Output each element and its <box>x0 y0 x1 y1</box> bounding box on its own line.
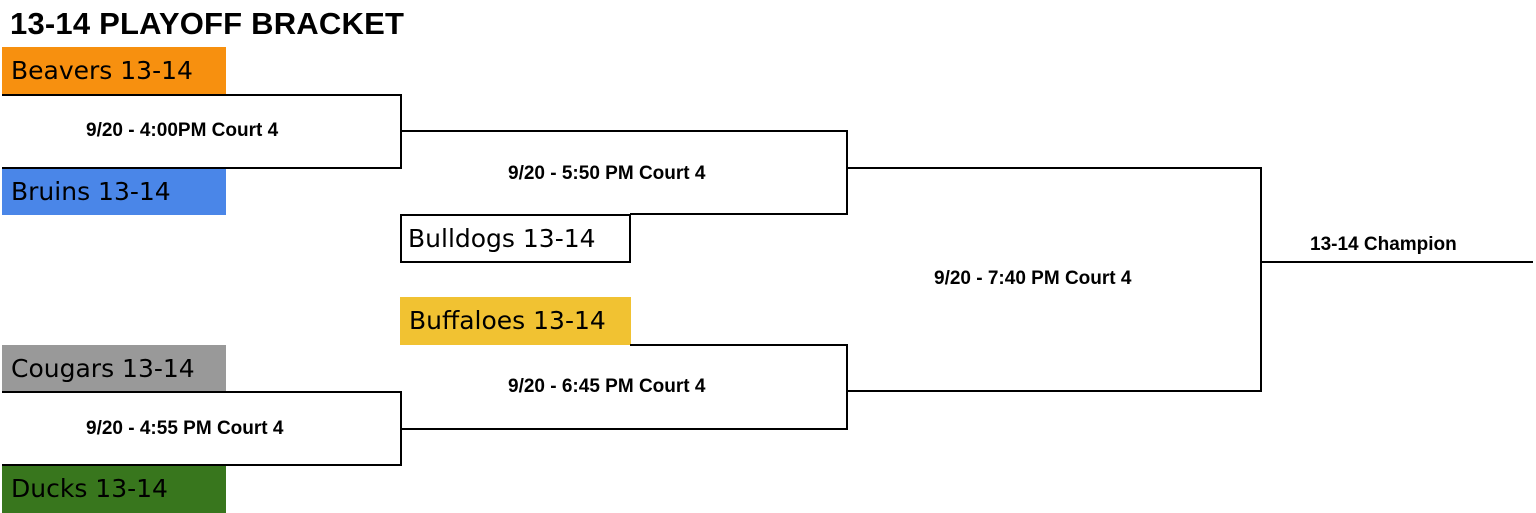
bracket-line <box>2 167 402 169</box>
bracket-line <box>2 94 402 96</box>
team-bruins: Bruins 13-14 <box>2 168 226 215</box>
bracket-line <box>1260 167 1262 392</box>
champion-label: 13-14 Champion <box>1310 234 1457 255</box>
bracket-line <box>2 464 402 466</box>
team-ducks: Ducks 13-14 <box>2 465 226 513</box>
game-label-2: 9/20 - 4:55 PM Court 4 <box>86 418 284 439</box>
bracket-line <box>630 213 848 215</box>
game-label-3: 9/20 - 5:50 PM Court 4 <box>508 163 706 184</box>
champion-line <box>1260 261 1533 263</box>
team-buffaloes: Buffaloes 13-14 <box>400 297 631 345</box>
bracket-line <box>846 167 1262 169</box>
bracket-line <box>400 428 848 430</box>
bracket-line <box>846 130 848 215</box>
game-label-1: 9/20 - 4:00PM Court 4 <box>86 120 279 141</box>
page-title: 13-14 PLAYOFF BRACKET <box>10 6 405 41</box>
game-label-4: 9/20 - 6:45 PM Court 4 <box>508 376 706 397</box>
game-label-final: 9/20 - 7:40 PM Court 4 <box>934 268 1132 289</box>
team-beavers: Beavers 13-14 <box>2 47 226 94</box>
bracket-line <box>2 391 402 393</box>
bracket-line <box>846 344 848 430</box>
team-bulldogs: Bulldogs 13-14 <box>400 214 631 263</box>
bracket-line <box>846 390 1262 392</box>
bracket-line <box>400 130 848 132</box>
bracket-line <box>630 344 848 346</box>
team-cougars: Cougars 13-14 <box>2 345 226 392</box>
